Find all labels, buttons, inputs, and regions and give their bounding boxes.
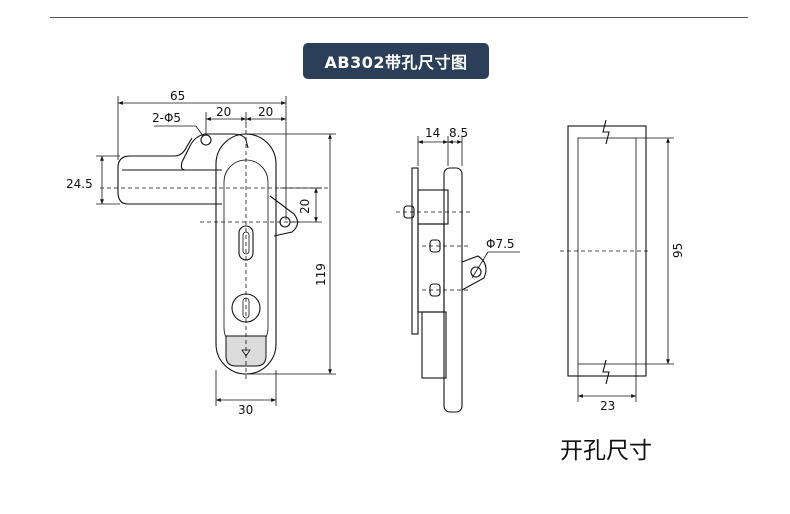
dim-hole-vertical: 20	[298, 199, 312, 214]
mount-hole-left	[200, 134, 212, 146]
title-badge: AB302带孔尺寸图	[303, 43, 489, 79]
dim-hole-offset-left: 20	[216, 105, 231, 119]
cutout-outer	[567, 125, 647, 377]
dim-hole-spec: 2-Φ5	[152, 111, 181, 125]
padlock-hole	[470, 266, 482, 278]
dim-cutout-width: 23	[600, 399, 615, 413]
dim-body-width: 30	[238, 403, 253, 417]
panel-plate	[411, 167, 419, 335]
dim-depth-a: 14	[425, 126, 440, 140]
dim-padlock-hole: Φ7.5	[486, 237, 515, 251]
cutout-caption: 开孔尺寸	[560, 438, 652, 464]
front-view: 65 20 20 2-Φ5 24.5 20 119 30	[66, 89, 336, 417]
page-title: AB302带孔尺寸图	[324, 53, 468, 72]
top-divider	[50, 17, 748, 18]
side-view: 14 8.5 Φ7.5	[396, 126, 520, 413]
dim-overall-width: 65	[170, 89, 185, 103]
dim-depth-b: 8.5	[449, 126, 468, 140]
dim-hole-offset-right: 20	[258, 105, 273, 119]
dim-cutout-height: 95	[671, 243, 685, 258]
dim-overall-height: 119	[314, 263, 328, 286]
cutout-view: 95 23 开孔尺寸	[560, 119, 685, 464]
dim-arm-height: 24.5	[66, 177, 93, 191]
